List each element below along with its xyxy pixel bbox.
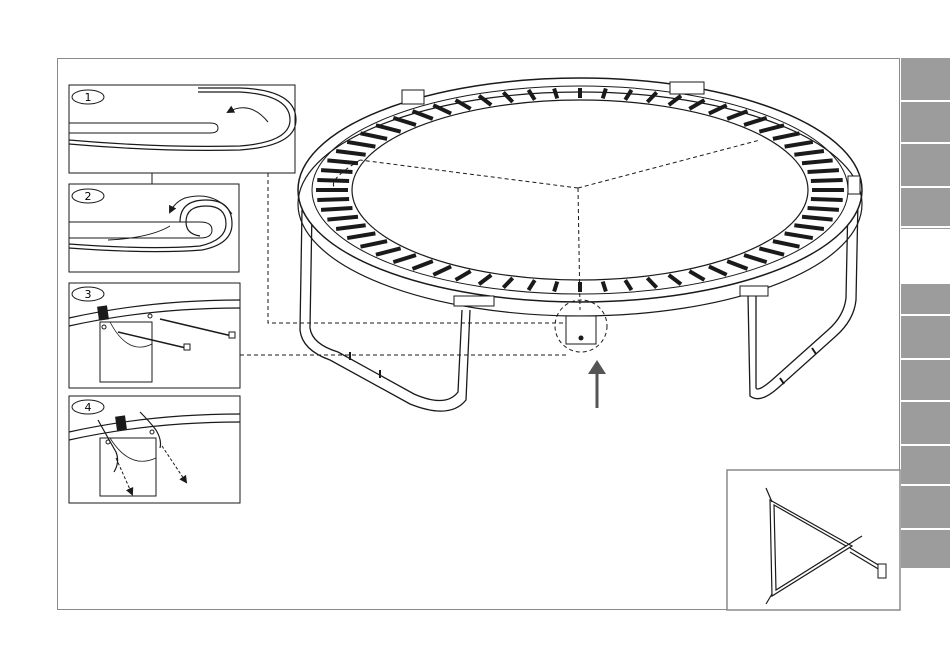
spring [317,199,349,200]
step-number-1: 1 [85,91,92,104]
step-panel-4: 4 [69,396,240,503]
spring [808,170,839,172]
arrow-up-icon [588,360,606,408]
spring [321,170,352,172]
step-number-2: 2 [85,190,92,203]
inset-frame-diagram [727,470,900,610]
spring [811,199,843,200]
step-panel-1: 1 [69,85,296,173]
step-number-3: 3 [85,288,92,301]
step-panel-3: 3 [69,283,240,388]
step-panel-2: 2 [69,184,239,272]
spring [317,180,349,181]
step-number-4: 4 [85,401,92,414]
spring [321,208,352,210]
trampoline [298,78,862,411]
spring [811,180,843,181]
spring [808,208,839,210]
